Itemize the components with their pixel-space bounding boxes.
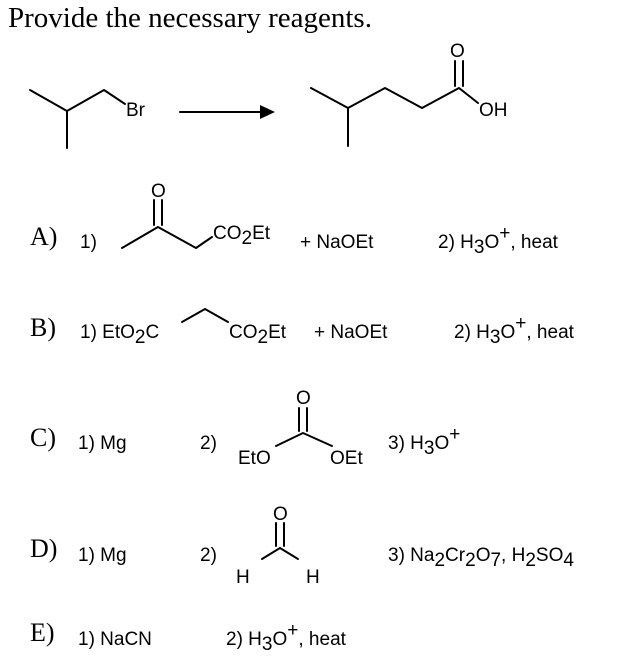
step-3-label: 3) H3O+ [388, 424, 460, 459]
hydrogen-left-label: H [236, 567, 250, 588]
base-reagent-label: + NaOEt [314, 322, 388, 343]
step-2-label: 2) H3O+, heat [454, 313, 575, 348]
step-1-label: 1) EtO2C [80, 322, 159, 348]
option-letter: D) [30, 534, 57, 563]
reactant-structure: Br [29, 89, 146, 149]
question-title: Provide the necessary reagents. [8, 2, 372, 34]
ester-group-label: CO2Et [213, 223, 271, 249]
option-e[interactable]: E) 1) NaCN 2) H3O+, heat [30, 618, 347, 655]
ketone-oxygen-label: O [151, 181, 166, 202]
hydroxyl-label: OH [479, 100, 508, 121]
base-reagent-label: + NaOEt [300, 232, 374, 253]
option-b[interactable]: B) 1) EtO2C CO2Et + NaOEt 2) H3O+, heat [30, 308, 575, 348]
option-c[interactable]: C) 1) Mg 2) O EtO OEt 3) H3O+ [30, 388, 460, 469]
carbonate-oxygen-label: O [296, 388, 311, 409]
carbonyl-oxygen-label: O [450, 41, 465, 62]
step-1-label: 1) [80, 232, 97, 253]
ester-group-label: CO2Et [229, 322, 287, 348]
step-2-label: 2) [200, 433, 217, 454]
bromine-label: Br [126, 100, 146, 121]
step-1-label: 1) Mg [78, 545, 127, 566]
hydrogen-right-label: H [306, 567, 320, 588]
ethoxy-left-label: EtO [238, 448, 271, 469]
option-a[interactable]: A) 1) O CO2Et + NaOEt 2) H3O+, heat [30, 181, 559, 258]
step-1-label: 1) Mg [78, 433, 127, 454]
option-letter: A) [30, 222, 57, 251]
formaldehyde-oxygen-label: O [273, 504, 288, 525]
step-2-label: 2) H3O+, heat [438, 223, 559, 258]
step-2-label: 2) [200, 545, 217, 566]
option-letter: C) [30, 423, 56, 452]
step-1-label: 1) NaCN [78, 629, 152, 650]
step-3-label: 3) Na2Cr2O7, H2SO4 [388, 545, 574, 571]
reaction-arrow [179, 105, 275, 119]
option-letter: E) [30, 618, 55, 647]
product-structure: O OH [310, 41, 508, 147]
ethoxy-right-label: OEt [330, 448, 363, 469]
option-d[interactable]: D) 1) Mg 2) O H H 3) Na2Cr2O7, H2SO4 [30, 504, 574, 588]
step-2-label: 2) H3O+, heat [226, 620, 347, 655]
option-letter: B) [30, 313, 56, 342]
